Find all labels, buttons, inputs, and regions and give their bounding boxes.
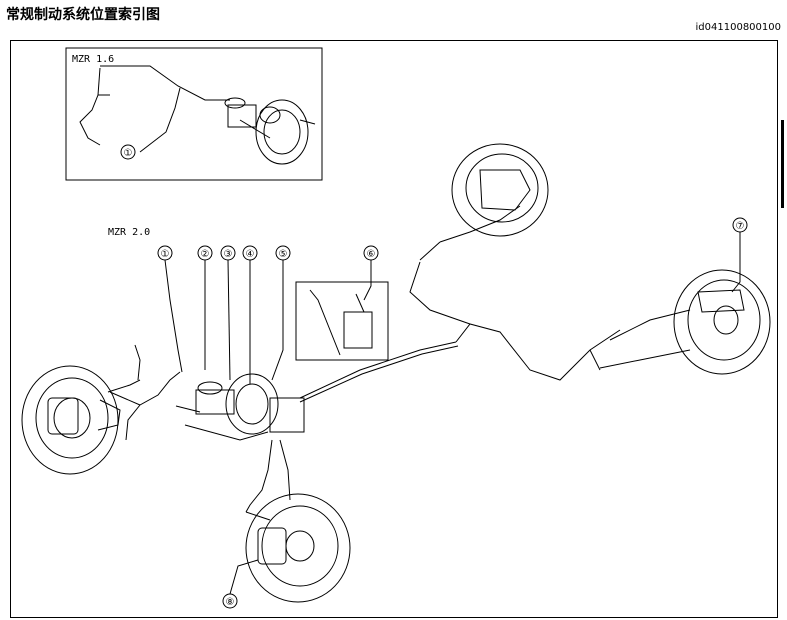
callout-leaders	[164, 232, 741, 595]
rear-left-wheel	[419, 143, 549, 261]
inset-engine-label: MZR 1.6	[72, 54, 114, 65]
callout-6-label: ⑥	[367, 249, 376, 260]
inset-master-cylinder	[224, 97, 271, 139]
front-right-wheel	[245, 493, 351, 603]
callout-8-label: ⑧	[226, 597, 235, 608]
detail-inset	[295, 281, 389, 361]
page-title: 常规制动系统位置索引图	[6, 7, 160, 23]
section-marker-bar	[781, 120, 784, 208]
inset-brake-lines	[79, 65, 230, 153]
rear-right-wheel	[599, 269, 771, 375]
brake-lines	[109, 261, 621, 513]
callout-1-label: ①	[161, 249, 170, 260]
callout-4-label: ④	[246, 249, 255, 260]
callout-7-label: ⑦	[736, 221, 745, 232]
callout-2-label: ②	[201, 249, 210, 260]
callout-3-label: ③	[224, 249, 233, 260]
brake-booster-assembly	[184, 373, 305, 441]
diagram-frame	[10, 40, 778, 618]
callout-5-label: ⑤	[279, 249, 288, 260]
callout-circles	[157, 217, 748, 609]
inset-callout-1-label: ①	[124, 148, 133, 159]
main-engine-label: MZR 2.0	[108, 227, 150, 238]
front-left-wheel	[21, 365, 141, 475]
document-id: id041100800100	[695, 22, 781, 33]
inset-brake-booster	[255, 99, 316, 165]
inset-callout-1	[120, 144, 136, 160]
inset-box	[65, 47, 323, 181]
